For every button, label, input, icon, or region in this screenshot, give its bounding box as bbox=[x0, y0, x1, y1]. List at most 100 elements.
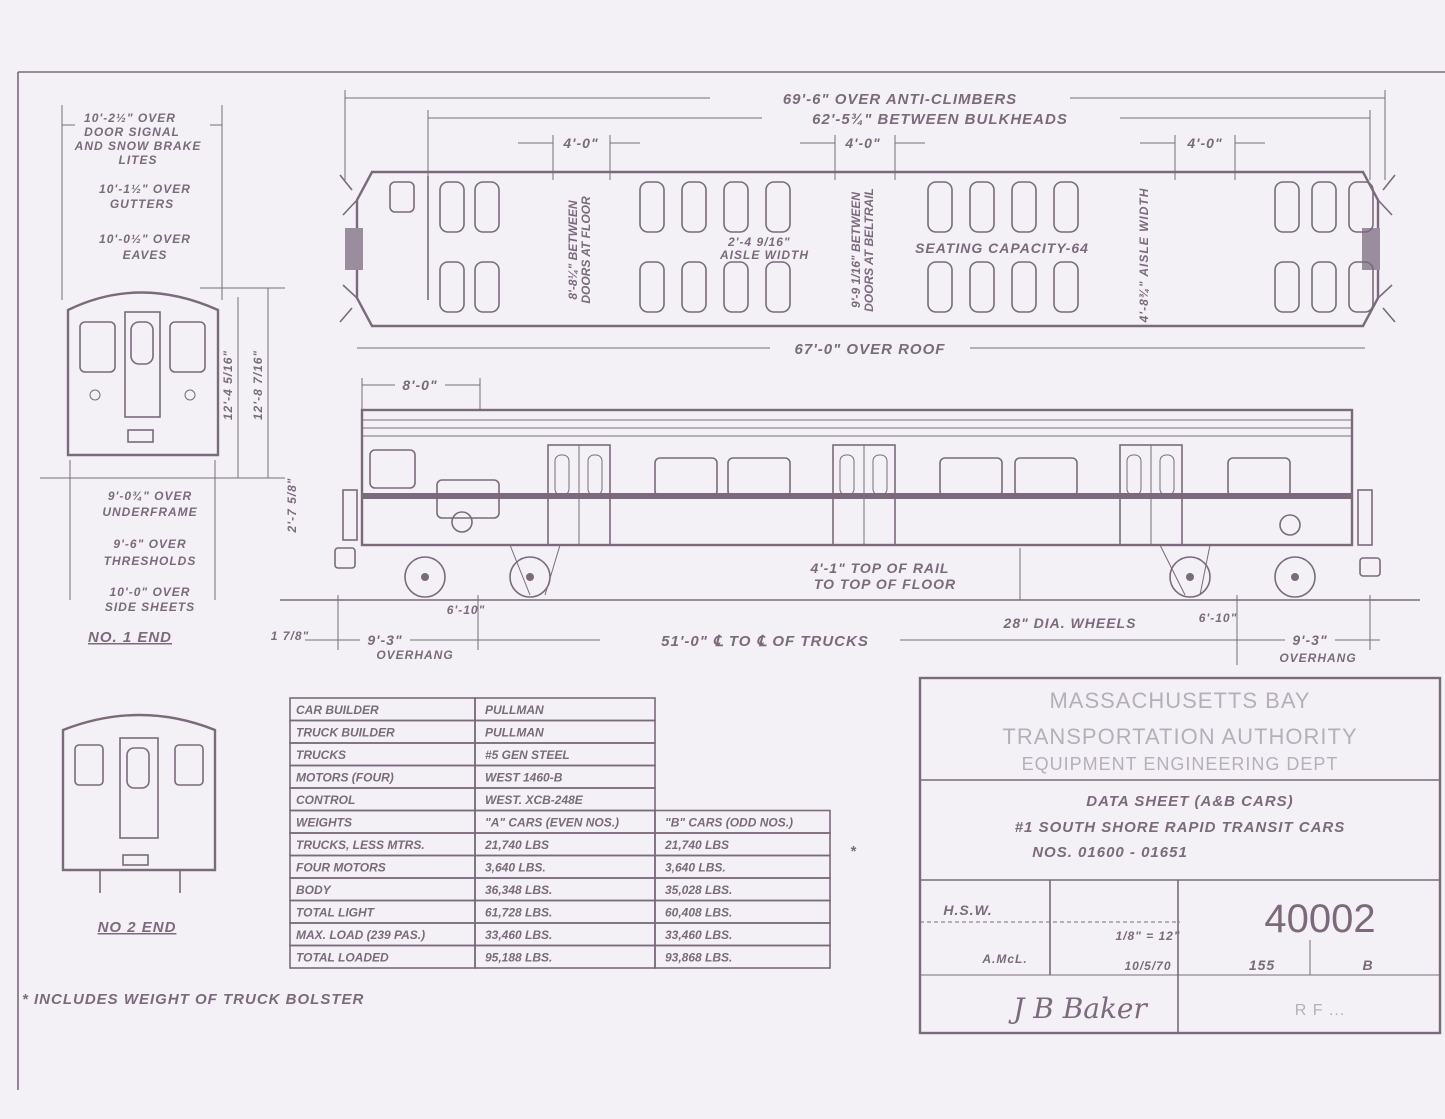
table-cell: CAR BUILDER bbox=[296, 703, 379, 717]
coupler-right bbox=[1357, 489, 1373, 546]
scale: 1/8" = 12" bbox=[1115, 929, 1180, 943]
wheel bbox=[1169, 556, 1211, 598]
dim-door-width-1: 4'-0" bbox=[562, 135, 598, 151]
table-cell: PULLMAN bbox=[485, 703, 544, 717]
table-cell: #5 GEN STEEL bbox=[485, 748, 570, 762]
agency-dept: EQUIPMENT ENGINEERING DEPT bbox=[1022, 754, 1339, 774]
dim-floor-height-1: 4'-1" TOP OF RAIL bbox=[810, 560, 950, 576]
table-cell: "A" CARS (EVEN NOS.) bbox=[485, 816, 619, 830]
dim-between-doors-floor-box: 8'-8¼" BETWEEN DOORS AT FLOOR bbox=[567, 196, 593, 304]
end-view-no-2: NO 2 END bbox=[61, 713, 217, 936]
dim-between-doors-floor: 8'-8¼" BETWEEN DOORS AT FLOOR bbox=[567, 196, 593, 304]
end-view-1-title: NO. 1 END bbox=[88, 629, 172, 646]
table-cell: TRUCKS, LESS MTRS. bbox=[296, 838, 425, 852]
dim-door-width-2: 4'-0" bbox=[844, 135, 880, 151]
dim-aisle-width-1-label: AISLE WIDTH bbox=[719, 248, 809, 262]
end-2-body bbox=[61, 713, 217, 872]
signature-approved: J B Baker bbox=[1008, 992, 1148, 1025]
side-window bbox=[727, 457, 791, 497]
mbta-logo-left bbox=[451, 511, 473, 533]
seating-capacity: SEATING CAPACITY-64 bbox=[915, 240, 1089, 256]
sheet-number: 155 bbox=[1249, 957, 1275, 973]
seat bbox=[927, 181, 953, 233]
table-cell: WEIGHTS bbox=[296, 816, 352, 830]
seat bbox=[969, 181, 995, 233]
table-cell: WEST 1460-B bbox=[485, 771, 563, 785]
dim-between-doors-beltrail-box: 9'-9 1/16" BETWEEN DOORS AT BELTRAIL bbox=[850, 188, 876, 312]
table-cell: TRUCKS bbox=[296, 748, 346, 762]
drawing-number: 40002 bbox=[1264, 897, 1375, 941]
dim-underframe-label: UNDERFRAME bbox=[102, 505, 197, 519]
dim-floor-height-2: TO TOP OF FLOOR bbox=[814, 576, 956, 592]
dim-over-roof: 67'-0" OVER ROOF bbox=[795, 341, 946, 358]
dim-coupler-height: 2'-7 5/8" bbox=[285, 478, 299, 534]
anti-climber-left bbox=[345, 228, 363, 270]
dim-aisle-width-2: 4'-8¾" AISLE WIDTH bbox=[1137, 188, 1151, 324]
side-elevation: 8'-0" 4'-1" TOP OF RAIL TO TOP OF FLOOR … bbox=[271, 377, 1420, 665]
table-cell: 21,740 LBS bbox=[664, 838, 729, 852]
table-cell: 93,868 LBS. bbox=[665, 951, 732, 965]
dim-underframe: 9'-0¾" OVER bbox=[108, 489, 192, 503]
seat bbox=[1311, 181, 1337, 233]
seat bbox=[439, 261, 465, 313]
side-window bbox=[1227, 457, 1291, 497]
side-window bbox=[436, 479, 500, 519]
dim-height-1: 12'-4 5/16" bbox=[221, 350, 235, 420]
dim-eaves: 10'-0½" OVER bbox=[99, 232, 191, 246]
dim-door-signal: 10'-2½" OVER bbox=[84, 111, 176, 125]
table-row: CAR BUILDER PULLMAN bbox=[289, 697, 656, 722]
mbta-logo-right bbox=[1279, 514, 1301, 536]
dim-gutters-label: GUTTERS bbox=[110, 197, 174, 211]
table-cell: TOTAL LOADED bbox=[296, 951, 389, 965]
seat bbox=[1011, 181, 1037, 233]
table-cell: MAX. LOAD (239 PAS.) bbox=[296, 928, 425, 942]
table-cell: CONTROL bbox=[296, 793, 355, 807]
agency-name-1: MASSACHUSETTS BAY bbox=[1049, 688, 1310, 713]
table-cell: 61,728 LBS. bbox=[485, 906, 552, 920]
sheet-title-2: #1 SOUTH SHORE RAPID TRANSIT CARS bbox=[1015, 819, 1346, 836]
seat bbox=[439, 181, 465, 233]
table-cell: 3,640 LBS. bbox=[485, 861, 546, 875]
table-cell: 95,188 LBS. bbox=[485, 951, 552, 965]
seat bbox=[1053, 261, 1079, 313]
seat bbox=[639, 261, 665, 313]
title-block: MASSACHUSETTS BAY TRANSPORTATION AUTHORI… bbox=[918, 676, 1442, 1035]
plan-view: 69'-6" OVER ANTI-CLIMBERS 62'-5¾" BETWEE… bbox=[339, 90, 1396, 358]
dim-door-width-3: 4'-0" bbox=[1186, 135, 1222, 151]
coupler-left bbox=[342, 489, 358, 541]
table-cell: "B" CARS (ODD NOS.) bbox=[665, 816, 793, 830]
dim-rail-offset: 1 7/8" bbox=[271, 629, 309, 643]
drawn-by: H.S.W. bbox=[943, 902, 992, 918]
revision: B bbox=[1362, 957, 1373, 973]
dim-overhang-right: 9'-3" bbox=[1292, 632, 1327, 648]
side-window bbox=[1014, 457, 1078, 497]
seat bbox=[1311, 261, 1337, 313]
dim-thresholds: 9'-6" OVER bbox=[113, 537, 186, 551]
table-cell: FOUR MOTORS bbox=[296, 861, 386, 875]
seat bbox=[474, 181, 500, 233]
table-row: WEIGHTS "A" CARS (EVEN NOS.) "B" CARS (ODD… bbox=[289, 809, 831, 834]
footnote: * INCLUDES WEIGHT OF TRUCK BOLSTER bbox=[22, 991, 364, 1008]
table-cell: 33,460 LBS. bbox=[485, 928, 552, 942]
seat bbox=[1274, 261, 1300, 313]
table-cell: MOTORS (FOUR) bbox=[296, 771, 394, 785]
side-windows bbox=[369, 444, 1291, 546]
seat bbox=[1011, 261, 1037, 313]
dim-door-signal-label: DOOR SIGNAL bbox=[84, 125, 180, 139]
seat bbox=[765, 181, 791, 233]
dim-overhang-left: 9'-3" bbox=[367, 632, 402, 648]
end-view-no-1: 10'-2½" OVER DOOR SIGNAL AND SNOW BRAKE … bbox=[40, 105, 285, 646]
table-cell: 3,640 LBS. bbox=[665, 861, 726, 875]
signature-2: R F ... bbox=[1295, 1002, 1346, 1019]
dim-side-sheets-label: SIDE SHEETS bbox=[105, 600, 195, 614]
table-row: TOTAL LOADED 95,188 LBS. 93,868 LBS. bbox=[289, 944, 831, 969]
side-window bbox=[369, 449, 416, 489]
anti-climber-right bbox=[1362, 228, 1380, 270]
table-cell: 35,028 LBS. bbox=[665, 883, 732, 897]
sheet-title-1: DATA SHEET (A&B CARS) bbox=[1086, 793, 1293, 810]
dim-door-signal-label-2: AND SNOW BRAKE bbox=[74, 139, 202, 153]
table-cell: 21,740 LBS bbox=[484, 838, 549, 852]
